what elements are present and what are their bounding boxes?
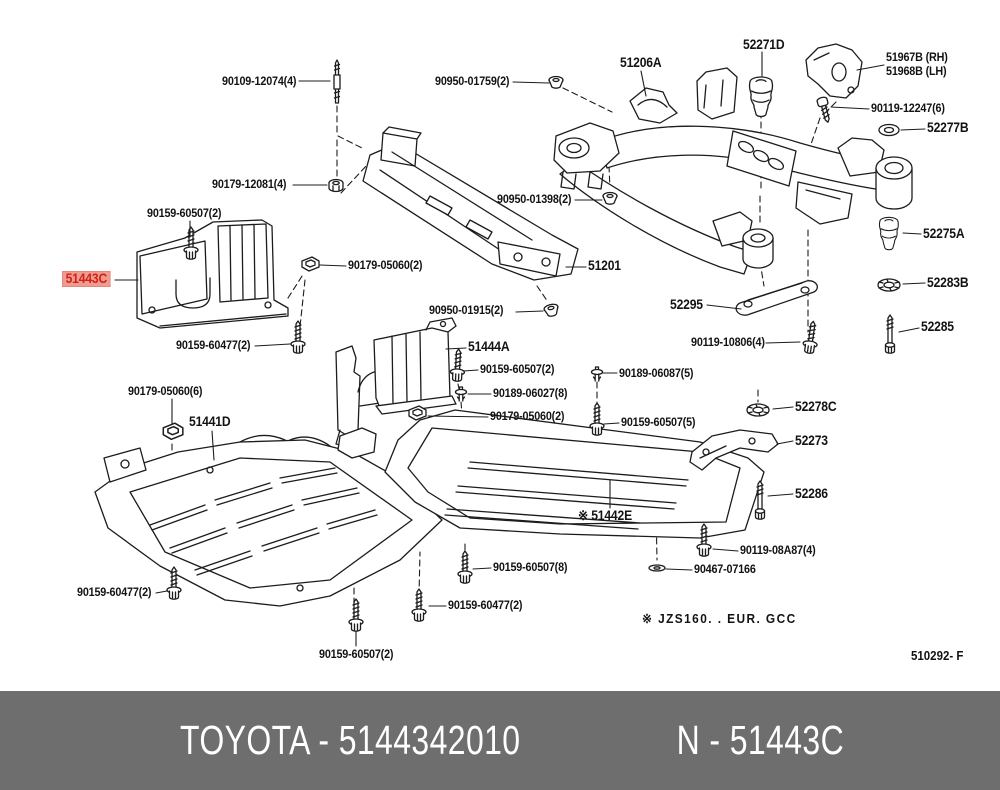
part-label: 90950-01759(2) [435, 74, 510, 88]
under-cover-51442E [384, 409, 765, 539]
push-clip-icon [590, 366, 604, 382]
part-label: 90159-60477(2) [77, 585, 152, 599]
part-label-highlighted: 51443C [62, 271, 111, 287]
screw-icon [290, 320, 306, 354]
cushion-icon [748, 76, 774, 118]
part-label: 52273 [795, 433, 828, 448]
part-label: 90189-06087(5) [619, 366, 694, 380]
screw-icon [457, 550, 473, 584]
leader-lines [114, 51, 926, 647]
lower-arm-52295 [735, 280, 818, 316]
part-label: 52271D [743, 37, 785, 52]
screw-icon [348, 598, 364, 632]
banner-part-code: N - 51443C [677, 717, 845, 763]
part-label: 51968B (LH) [886, 64, 947, 78]
part-label: 52278C [795, 399, 837, 414]
part-label: 90189-06027(8) [493, 386, 568, 400]
figure-reference-code: 510292- F [911, 649, 964, 663]
part-label: 51441D [189, 414, 231, 429]
engine-under-cover-51441D [94, 427, 443, 607]
engine-under-cover-51443C [136, 219, 289, 329]
part-label: 90159-60477(2) [448, 598, 523, 612]
retainer-icon [877, 278, 901, 292]
clip-icon [301, 256, 320, 272]
part-label: 51206A [620, 55, 662, 70]
part-label: 90159-60507(8) [493, 560, 568, 574]
stud-bolt-icon [884, 314, 896, 354]
stud-bolt-icon [333, 59, 341, 104]
bracket-51967B [805, 43, 863, 99]
washer-icon [746, 403, 770, 417]
part-banner: TOYOTA - 5144342010 N - 51443C [0, 691, 1000, 790]
part-label: 90159-60507(2) [147, 206, 222, 220]
part-label: 90159-60477(2) [176, 338, 251, 352]
crossmember-51201 [362, 126, 579, 281]
part-label: 90119-08A87(4) [740, 543, 816, 557]
part-label: 90159-60507(2) [480, 362, 555, 376]
part-label: 51201 [588, 258, 621, 273]
screw-icon [589, 402, 605, 436]
part-label: 90119-12247(6) [871, 101, 945, 115]
part-label: 51967B (RH) [886, 50, 948, 64]
screw-icon [411, 588, 427, 622]
part-label: 52283B [927, 275, 969, 290]
washer-icon [648, 564, 666, 572]
push-clip-icon [454, 386, 468, 402]
part-label: 52285 [921, 319, 954, 334]
cushion-icon [878, 216, 899, 251]
part-label: 90109-12074(4) [222, 74, 297, 88]
grommet-icon [542, 302, 561, 319]
clip-icon [162, 422, 184, 441]
part-label: 90179-12081(4) [212, 177, 287, 191]
part-label: 52286 [795, 486, 828, 501]
part-label: 90179-05060(6) [128, 384, 203, 398]
part-label: 51444A [468, 339, 510, 354]
nut-icon [328, 178, 344, 193]
applicability-note: ※ JZS160. . EUR. GCC [642, 612, 797, 626]
part-label: 90119-10806(4) [691, 335, 765, 349]
part-label: 90950-01398(2) [497, 192, 572, 206]
washer-icon [878, 123, 900, 137]
parts-diagram-canvas [94, 43, 926, 647]
part-label: 90179-05060(2) [490, 409, 565, 423]
banner-brand-part-number: TOYOTA - 5144342010 [179, 717, 521, 763]
part-label: ※ 51442E [578, 508, 633, 523]
under-cover-51444A [335, 317, 457, 449]
part-label: 90179-05060(2) [348, 258, 423, 272]
screw-icon [449, 348, 467, 383]
rear-suspension-member [553, 67, 913, 275]
part-label: 52277B [927, 120, 969, 135]
grommet-icon [602, 191, 618, 205]
stud-bolt-icon [754, 480, 766, 520]
part-label: 90159-60507(5) [621, 415, 696, 429]
bracket-52273 [689, 429, 779, 471]
bolt-icon [801, 319, 821, 355]
part-label: 52295 [670, 297, 703, 312]
grommet-icon [548, 75, 564, 89]
part-label: 90159-60507(2) [319, 647, 394, 661]
part-label: 90950-01915(2) [429, 303, 504, 317]
part-label: 90467-07166 [694, 562, 756, 576]
part-label: 52275A [923, 226, 965, 241]
